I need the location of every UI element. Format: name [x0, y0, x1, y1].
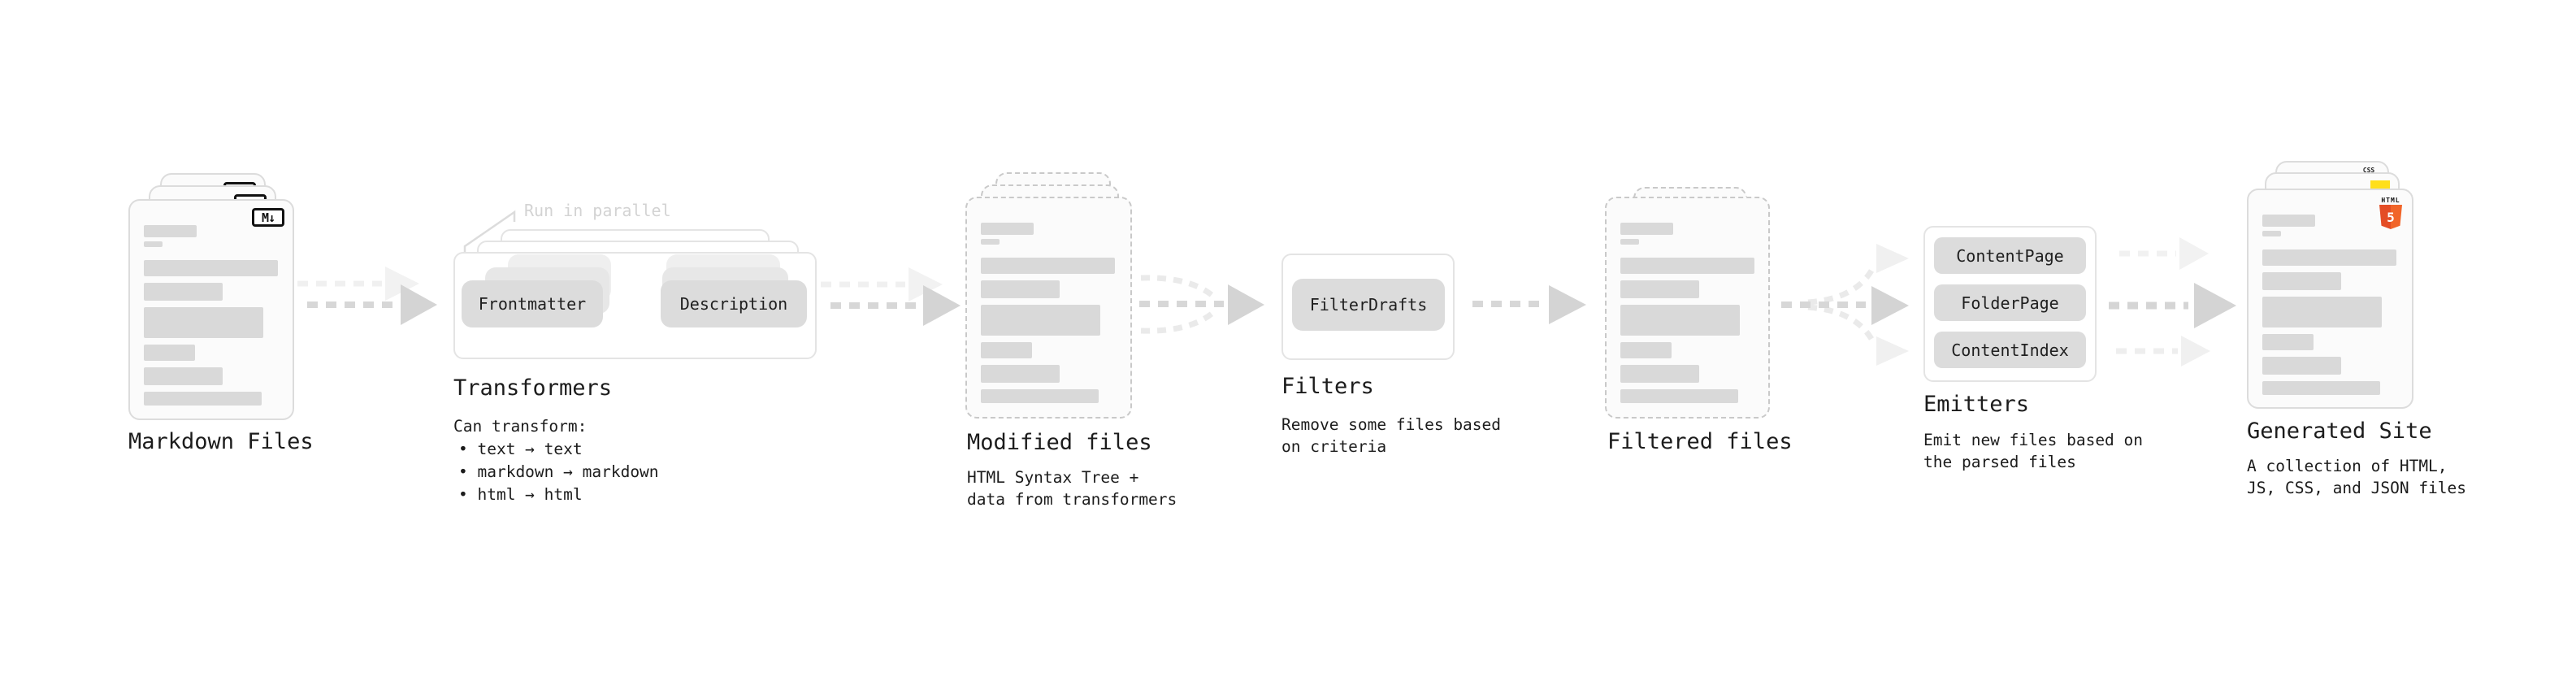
text-line-bar: [981, 305, 1100, 336]
text-line-bar: [981, 258, 1115, 274]
text-line-bar: [2262, 357, 2341, 375]
generated-site-label: Generated Site: [2247, 419, 2432, 444]
text-line-bar: [2262, 215, 2315, 227]
text-line-bar: [2262, 272, 2341, 290]
transformers-bullet: • markdown → markdown: [458, 462, 659, 481]
transformers-bullet: • html → html: [458, 485, 583, 504]
css-badge-label: CSS: [2362, 167, 2375, 174]
filters-desc: Remove some files based: [1281, 415, 1502, 434]
markdown-icon: M↓: [252, 208, 284, 227]
filtered-file-card-front: [1605, 197, 1770, 419]
transformers-label: Transformers: [453, 375, 613, 401]
text-line-bar: [144, 260, 278, 276]
text-line-bar: [981, 239, 1000, 245]
text-line-bar: [144, 367, 223, 385]
modified-file-card-front: [965, 197, 1132, 419]
run-in-parallel-annotation: Run in parallel: [524, 201, 671, 220]
arrow-modified-to-filters-fan-in: [1139, 275, 1264, 334]
generated-file-card-front: HTML 5: [2247, 189, 2413, 409]
text-line-bar: [1620, 365, 1699, 383]
html5-icon: HTML 5: [2379, 197, 2402, 229]
modified-files-desc: data from transformers: [967, 490, 1177, 509]
text-line-bar: [2262, 249, 2396, 266]
generated-site-desc: JS, CSS, and JSON files: [2247, 479, 2467, 497]
text-line-bar: [144, 392, 262, 406]
modified-files-desc: HTML Syntax Tree +: [967, 468, 1139, 487]
arrow-transformers-to-modified: [821, 267, 961, 326]
text-line-bar: [1620, 239, 1639, 245]
text-line-bar: [981, 365, 1060, 383]
text-line-bar: [144, 241, 163, 247]
text-line-bar: [1620, 389, 1738, 403]
text-line-bar: [1620, 342, 1672, 358]
transformers-desc-title: Can transform:: [453, 417, 588, 436]
text-line-bar: [1620, 305, 1740, 336]
emitters-desc: the parsed files: [1923, 453, 2076, 471]
text-line-bar: [2262, 381, 2380, 395]
text-line-bar: [1620, 280, 1699, 298]
text-line-bar: [144, 345, 195, 361]
text-line-bar: [981, 389, 1099, 403]
text-line-bar: [144, 283, 223, 301]
text-line-bar: [144, 225, 197, 237]
emitters-desc: Emit new files based on: [1923, 431, 2144, 449]
emitters-label: Emitters: [1923, 392, 2030, 417]
arrow-markdown-to-transformers: [297, 267, 437, 325]
emitter-box-contentindex: ContentIndex: [1934, 332, 2086, 368]
arrow-emitters-to-generated: [2109, 237, 2236, 367]
markdown-file-card-front: M↓: [128, 199, 294, 420]
emitter-box-folderpage: FolderPage: [1934, 284, 2086, 321]
arrow-filters-to-filtered: [1472, 285, 1586, 324]
text-line-bar: [981, 280, 1060, 298]
html5-word: HTML: [2381, 197, 2400, 204]
text-line-bar: [1620, 258, 1754, 274]
text-line-bar: [981, 342, 1032, 358]
filtered-files-label: Filtered files: [1607, 429, 1793, 454]
text-line-bar: [144, 307, 263, 338]
text-line-bar: [2262, 297, 2382, 327]
transformers-bullet: • text → text: [458, 440, 583, 458]
text-line-bar: [2262, 334, 2314, 350]
transformer-box-description: Description: [661, 280, 807, 327]
filter-box-filterdrafts: FilterDrafts: [1292, 279, 1445, 331]
text-line-bar: [1620, 223, 1673, 235]
text-line-bar: [2262, 231, 2281, 236]
emitter-box-contentpage: ContentPage: [1934, 237, 2086, 274]
filters-label: Filters: [1281, 374, 1374, 399]
arrow-filtered-to-emitters-fan-out: [1781, 244, 1909, 366]
markdown-files-label: Markdown Files: [128, 429, 314, 454]
text-line-bar: [981, 223, 1034, 235]
modified-files-label: Modified files: [967, 430, 1152, 455]
transformer-box-frontmatter: Frontmatter: [462, 280, 603, 327]
generated-site-desc: A collection of HTML,: [2247, 457, 2448, 475]
html5-shield: 5: [2379, 205, 2402, 229]
filters-desc: on criteria: [1281, 437, 1387, 456]
